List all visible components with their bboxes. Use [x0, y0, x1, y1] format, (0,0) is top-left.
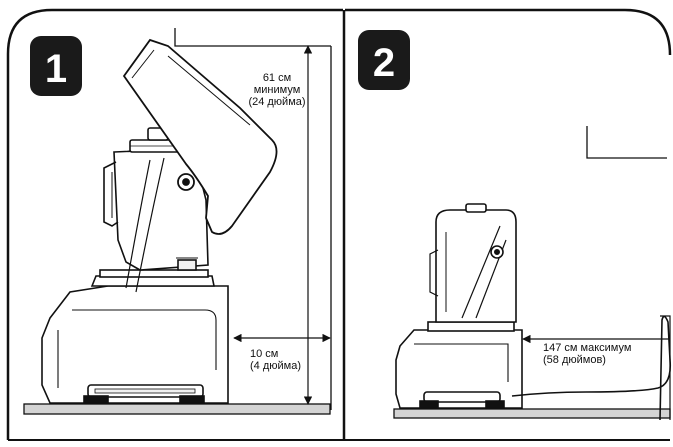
- panel-2: 2: [345, 8, 672, 421]
- height-label-line-2: минимум: [253, 84, 301, 96]
- height-label: 61 см минимум (24 дюйма): [248, 72, 306, 108]
- height-label-line-1: 61 см: [262, 72, 292, 84]
- cabinet-corner: [586, 126, 667, 159]
- sound-enclosure-open: [122, 38, 278, 293]
- blender-closed: [395, 203, 523, 409]
- clearance-label-line-2: (4 дюйма): [250, 360, 301, 372]
- panel-1: 1: [6, 8, 343, 440]
- step-number-2: 2: [373, 41, 395, 85]
- counter-top: [23, 403, 331, 415]
- cord-distance-label-line-1: 147 см максимум: [543, 342, 632, 354]
- counter-top-2: [393, 408, 671, 419]
- step-badge-2: 2: [358, 30, 410, 90]
- cabinet-ceiling: [174, 28, 331, 47]
- cord-distance-label: 147 см максимум (58 дюймов): [543, 342, 631, 366]
- step-badge-1: 1: [30, 36, 82, 96]
- cord-distance-label-line-2: (58 дюймов): [543, 354, 606, 366]
- panel-2-frame: [345, 8, 672, 56]
- height-label-line-3: (24 дюйма): [248, 96, 306, 108]
- panel-1-frame: [6, 8, 343, 440]
- outlet-plug: [660, 315, 671, 420]
- power-cord: [511, 315, 672, 421]
- blender-base: [41, 269, 229, 404]
- step-number-1: 1: [45, 47, 67, 91]
- clearance-label-line-1: 10 см: [250, 348, 279, 360]
- clearance-label: 10 см (4 дюйма): [250, 348, 301, 372]
